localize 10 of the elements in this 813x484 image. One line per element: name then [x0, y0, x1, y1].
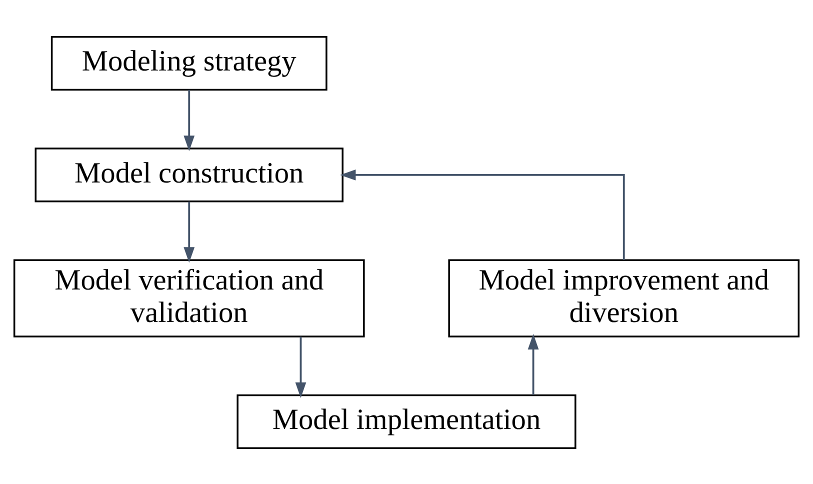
arrow	[528, 333, 539, 394]
arrow	[295, 336, 306, 398]
node-box: Model verification and validation	[13, 258, 365, 337]
node-box: Modeling strategy	[50, 36, 328, 90]
arrow	[184, 201, 195, 262]
node-box: Model implementation	[236, 394, 576, 448]
node-box: Model improvement and diversion	[448, 258, 800, 337]
arrow	[184, 89, 195, 151]
node-box: Model construction	[34, 147, 344, 202]
arrow	[340, 168, 625, 260]
